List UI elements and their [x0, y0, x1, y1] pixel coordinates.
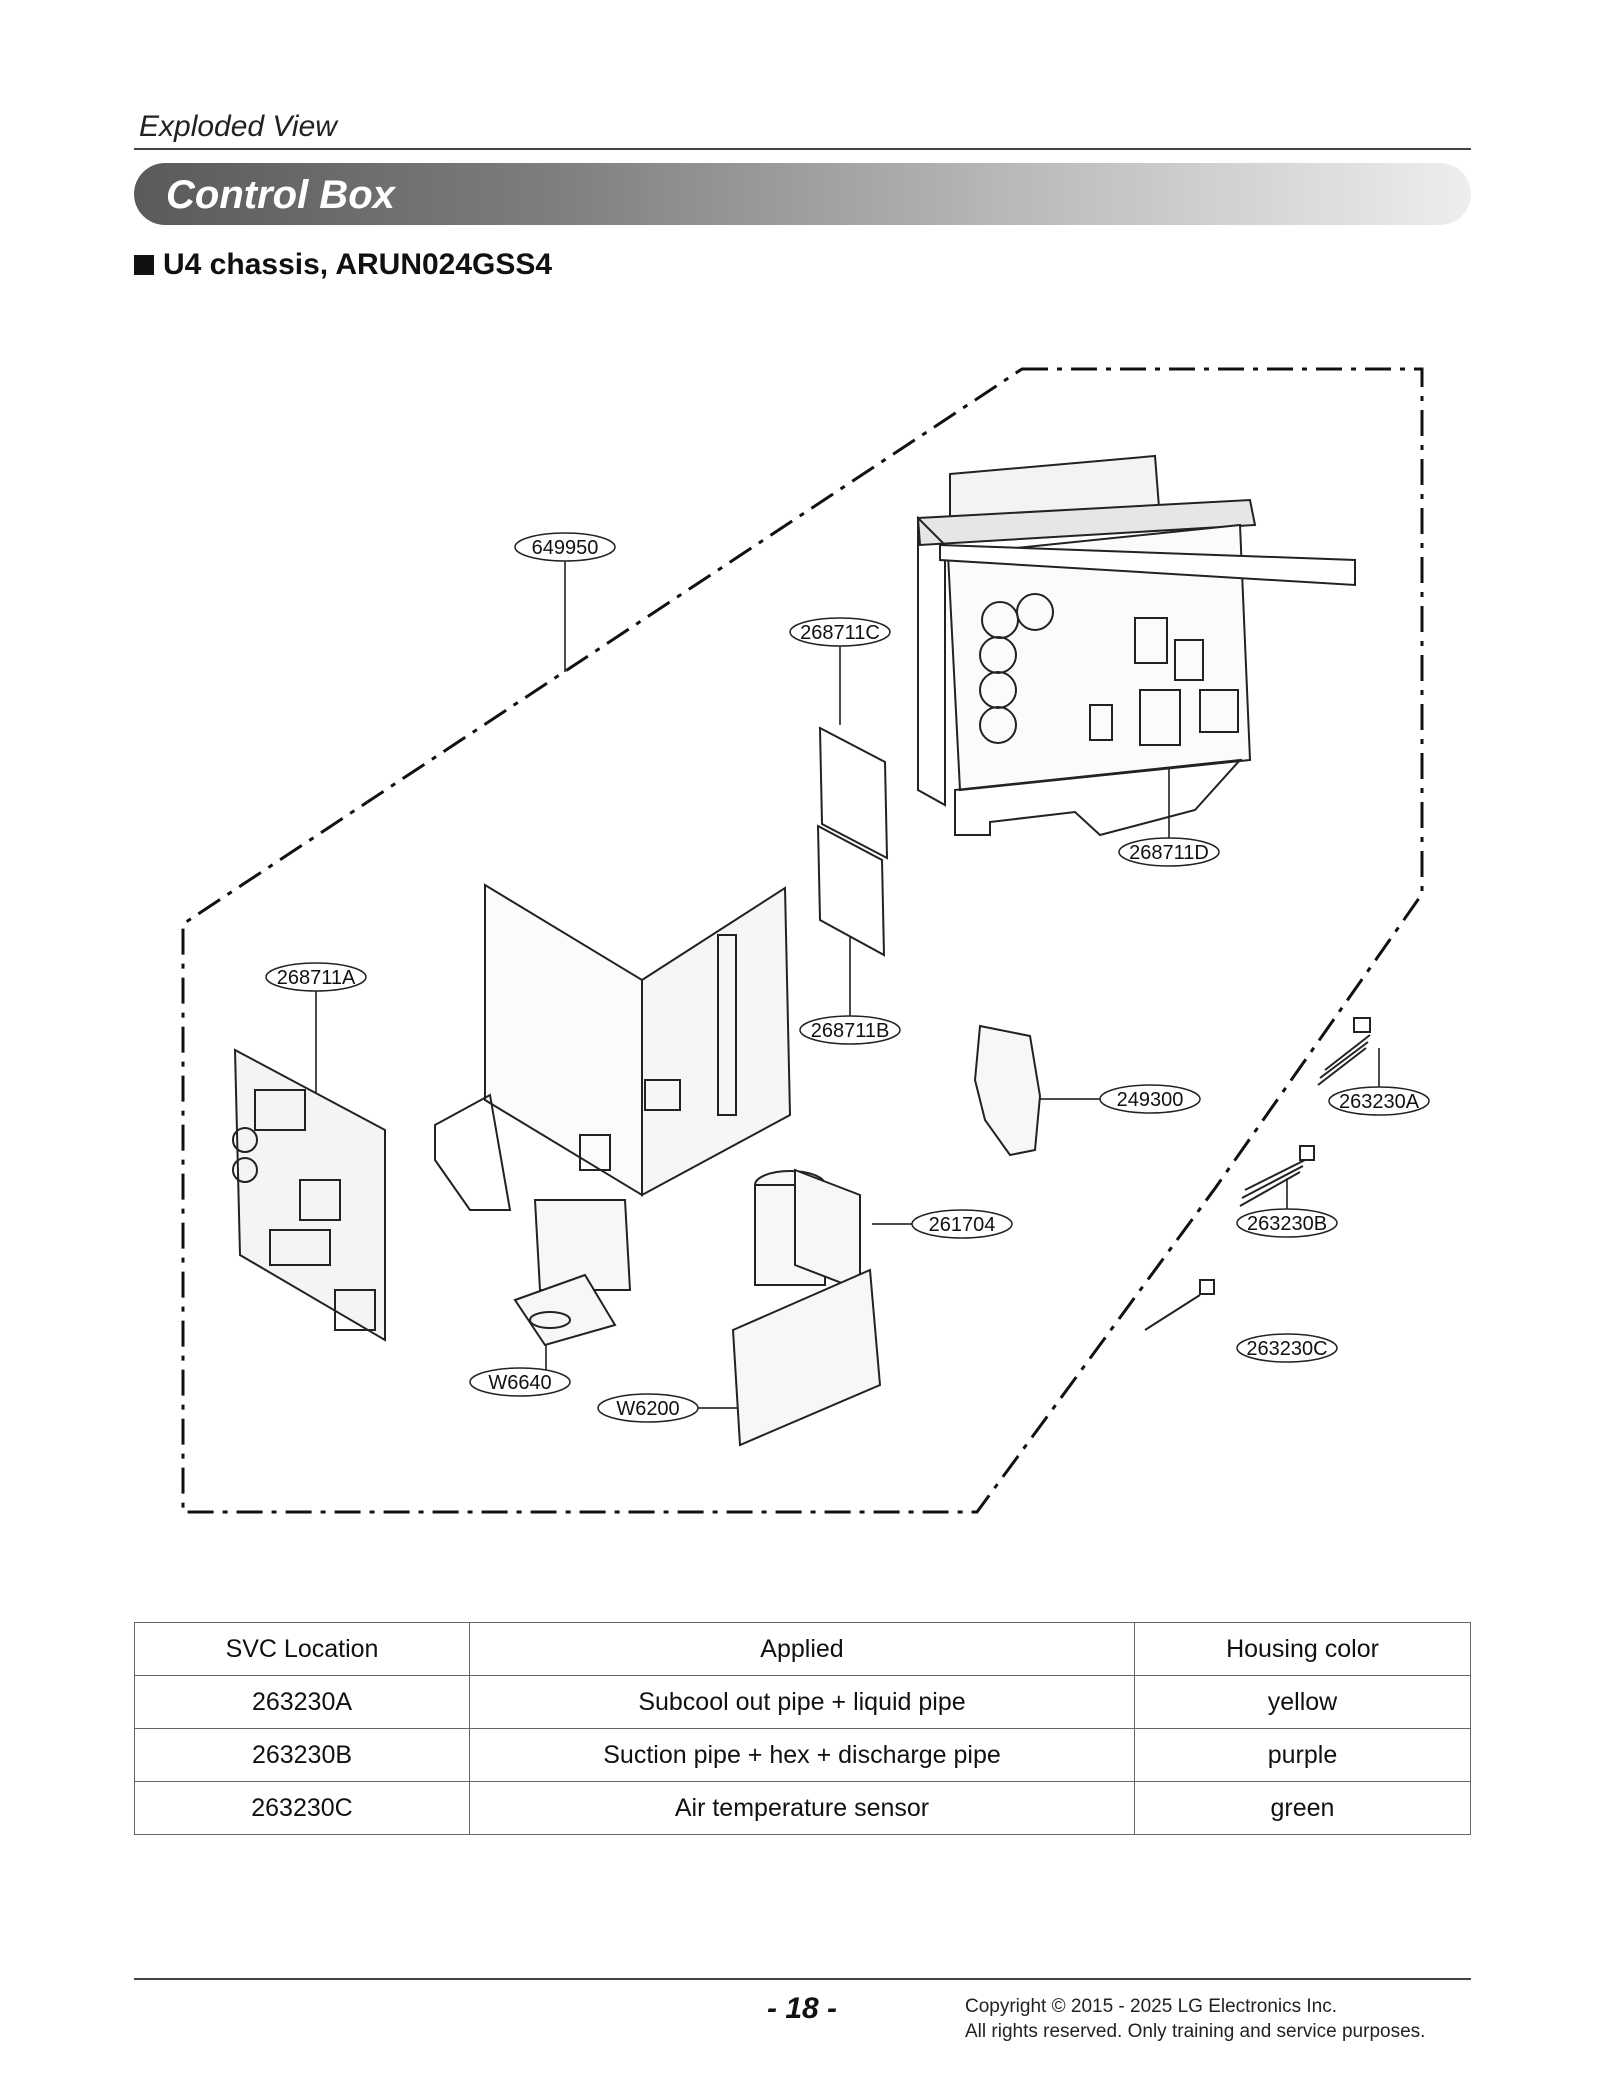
- table-cell: 263230B: [134, 1728, 470, 1782]
- callout-oval: [597, 1393, 699, 1423]
- bullet-square-icon: [134, 255, 154, 275]
- callout-268711a: 268711A: [265, 962, 367, 992]
- callout-label: 263230B: [1247, 1213, 1327, 1235]
- callout-268711c: 268711C: [789, 617, 891, 647]
- table-cell: Air temperature sensor: [469, 1781, 1135, 1835]
- callout-oval: [1328, 1086, 1430, 1116]
- callout-oval: [911, 1209, 1013, 1239]
- table-header-row: SVC Location Applied Housing color: [134, 1622, 1471, 1676]
- footer-divider: [134, 1978, 1471, 1980]
- svc-location-table: SVC Location Applied Housing color 26323…: [134, 1622, 1471, 1835]
- callout-263230c: 263230C: [1236, 1333, 1338, 1363]
- table-cell: 263230C: [134, 1781, 470, 1835]
- insulation-plates: [816, 726, 889, 957]
- table-cell: 263230A: [134, 1675, 470, 1729]
- terminal-bracket: [973, 1024, 1042, 1157]
- callout-oval: [1236, 1208, 1338, 1238]
- page-number: - 18 -: [767, 1992, 838, 2025]
- chassis-bracket: [434, 883, 792, 1211]
- header-title: Exploded View: [139, 110, 337, 143]
- callout-label: 261704: [929, 1214, 996, 1236]
- callout-label: W6200: [616, 1398, 679, 1420]
- callout-261704: 261704: [911, 1209, 1013, 1239]
- callout-label: 268711B: [811, 1020, 890, 1042]
- table-cell: purple: [1134, 1728, 1471, 1782]
- terminal-block: [513, 1199, 632, 1347]
- callout-label: 263230A: [1339, 1091, 1420, 1113]
- callout-oval: [469, 1367, 571, 1397]
- model-heading-text: U4 chassis, ARUN024GSS4: [163, 248, 553, 281]
- table-cell: yellow: [1134, 1675, 1471, 1729]
- callout-oval: [265, 962, 367, 992]
- table-cell: Subcool out pipe + liquid pipe: [469, 1675, 1135, 1729]
- callout-oval: [799, 1015, 901, 1045]
- copyright-line: All rights reserved. Only training and s…: [965, 2021, 1426, 2042]
- table-header-cell: Applied: [469, 1622, 1135, 1676]
- callout-label: 263230C: [1246, 1338, 1327, 1360]
- model-heading: U4 chassis, ARUN024GSS4: [134, 248, 552, 282]
- exploded-view-diagram: 649950 268711C 268711D 268711A 268711B 249300…: [181, 367, 1430, 1514]
- callout-oval: [1099, 1084, 1201, 1114]
- callout-label: 249300: [1117, 1089, 1184, 1111]
- callout-249300: 249300: [1099, 1084, 1201, 1114]
- callout-label: W6640: [488, 1372, 551, 1394]
- callout-649950: 649950: [514, 532, 616, 562]
- callout-268711b: 268711B: [799, 1015, 901, 1045]
- callout-268711d: 268711D: [1118, 837, 1220, 867]
- table-row: 263230C Air temperature sensor green: [134, 1781, 1471, 1835]
- callout-oval: [1118, 837, 1220, 867]
- table-cell: Suction pipe + hex + discharge pipe: [469, 1728, 1135, 1782]
- callout-oval: [1236, 1333, 1338, 1363]
- copyright-line: Copyright © 2015 - 2025 LG Electronics I…: [965, 1996, 1338, 2017]
- table-cell: green: [1134, 1781, 1471, 1835]
- callout-label: 268711A: [277, 967, 356, 989]
- callout-oval: [789, 617, 891, 647]
- callout-label: 649950: [532, 537, 599, 559]
- section-banner: Control Box: [134, 163, 1471, 225]
- callout-label: 268711C: [800, 622, 880, 644]
- control-box-housing: [916, 454, 1356, 837]
- callout-w6200: W6200: [597, 1393, 699, 1423]
- table-header-cell: SVC Location: [134, 1622, 470, 1676]
- header-divider: [134, 148, 1471, 150]
- inverter-box: [731, 1268, 882, 1447]
- assembly-boundary: [181, 367, 1424, 1514]
- section-title: Control Box: [166, 173, 395, 217]
- pcb-board: [232, 1048, 386, 1342]
- table-header-cell: Housing color: [1134, 1622, 1471, 1676]
- table-row: 263230B Suction pipe + hex + discharge p…: [134, 1728, 1471, 1782]
- copyright-notice: Copyright © 2015 - 2025 LG Electronics I…: [965, 1994, 1425, 2044]
- reactor: [754, 1168, 861, 1292]
- callout-oval: [514, 532, 616, 562]
- callout-w6640: W6640: [469, 1367, 571, 1397]
- temperature-sensors: [1144, 1017, 1371, 1331]
- callout-label: 268711D: [1129, 842, 1209, 864]
- callout-263230a: 263230A: [1328, 1086, 1430, 1116]
- table-row: 263230A Subcool out pipe + liquid pipe y…: [134, 1675, 1471, 1729]
- callout-labels: 649950 268711C 268711D 268711A 268711B 249300…: [265, 532, 1430, 1423]
- callout-263230b: 263230B: [1236, 1208, 1338, 1238]
